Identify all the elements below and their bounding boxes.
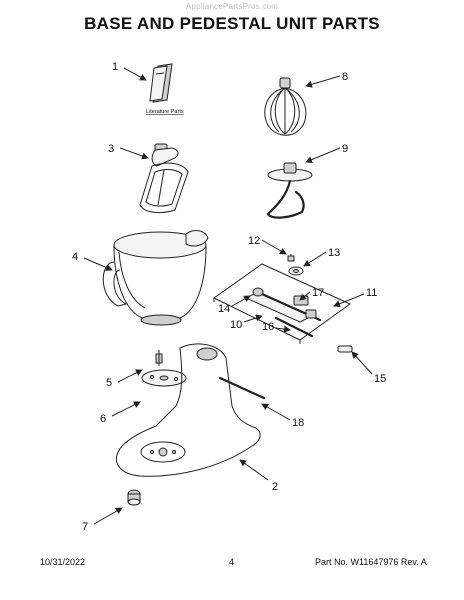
dough-hook-part: [266, 162, 313, 219]
rubber-foot-part: [127, 489, 141, 506]
watermark: AppliancePartsPros.com: [186, 2, 278, 11]
mixing-bowl-part: [102, 230, 209, 326]
callout-11: 11: [366, 287, 377, 299]
callout-8: 8: [342, 71, 348, 83]
callout-5: 5: [106, 377, 112, 389]
clamp-plate-assembly: [141, 350, 187, 387]
page-title: BASE AND PEDESTAL UNIT PARTS: [84, 14, 380, 33]
gear-housing-assembly: [213, 254, 353, 353]
callout-3: 3: [108, 143, 114, 155]
footer-page-number: 4: [229, 557, 235, 567]
flat-beater-part: [139, 143, 189, 214]
callout-18: 18: [292, 417, 304, 429]
callout-16: 16: [262, 321, 274, 333]
pedestal-base-part: [116, 343, 266, 477]
callout-10: 10: [230, 319, 242, 331]
footer-date: 10/31/2022: [40, 557, 86, 567]
callout-14: 14: [218, 303, 230, 315]
callout-1: 1: [112, 61, 118, 73]
footer-part-number: Part No. W11647976 Rev. A: [315, 557, 427, 567]
callout-7: 7: [82, 521, 88, 533]
callout-2: 2: [272, 481, 278, 493]
callout-13: 13: [328, 247, 340, 259]
callout-numbers: 1 2 3 4 5 6 7 8 9 10 11 12 13 14 15 16 1…: [72, 61, 386, 533]
leader-lines: [83, 67, 373, 525]
literature-label: Literature Parts: [146, 109, 184, 115]
callout-4: 4: [72, 251, 78, 263]
literature-booklet: Literature Parts: [146, 63, 184, 115]
wire-whip-part: [264, 77, 307, 136]
callout-15: 15: [374, 373, 386, 385]
callout-9: 9: [342, 143, 348, 155]
callout-12: 12: [248, 235, 260, 247]
callout-17: 17: [312, 287, 324, 299]
callout-6: 6: [100, 413, 106, 425]
